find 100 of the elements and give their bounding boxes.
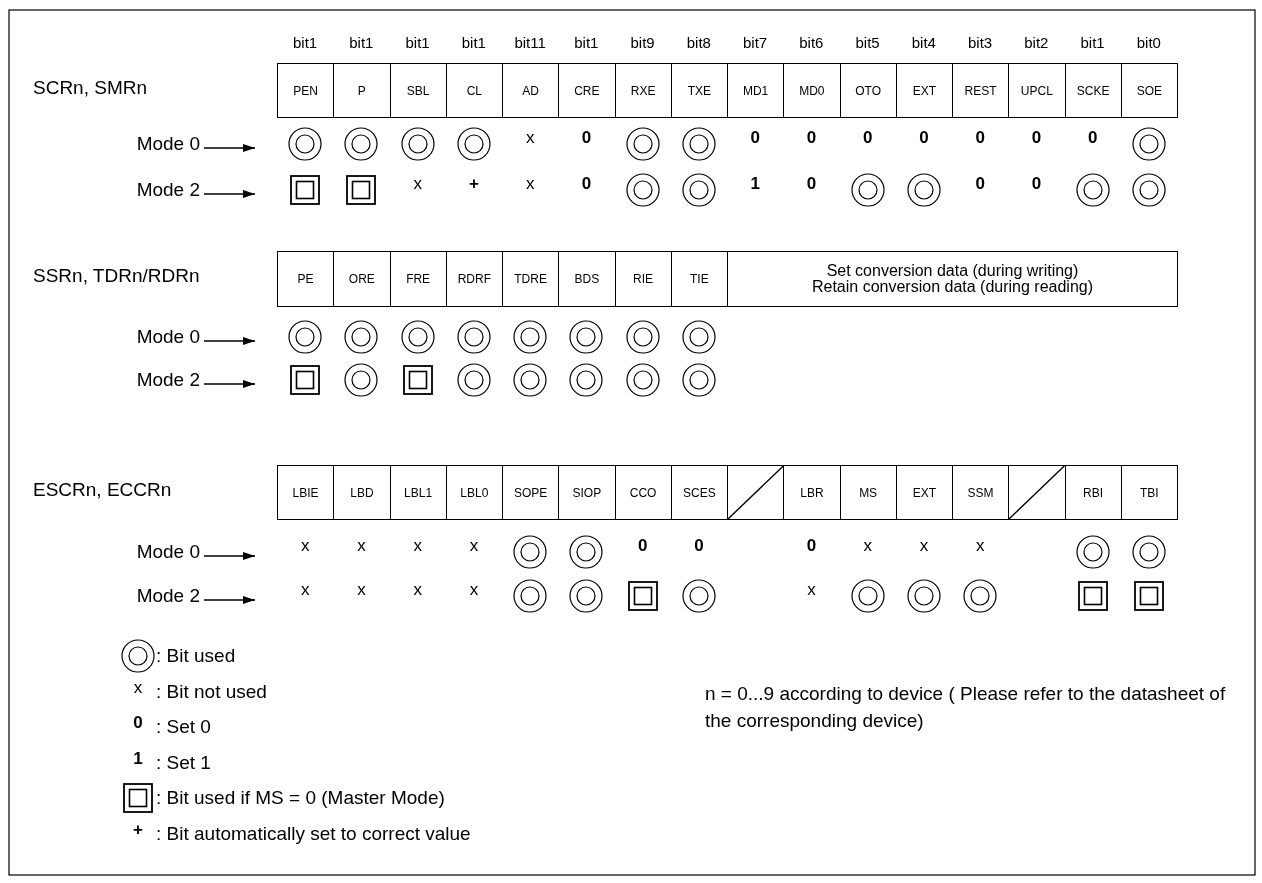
bit-field: TIE bbox=[670, 251, 728, 307]
field-description: Set conversion data (during writing) bbox=[826, 263, 1079, 279]
bit-value: 0 bbox=[636, 536, 649, 556]
legend-text: : Bit automatically set to correct value bbox=[156, 822, 471, 845]
bit-field: SCES bbox=[670, 465, 728, 520]
bit-field: P bbox=[333, 63, 391, 118]
bit-value: 0 bbox=[974, 174, 986, 194]
legend-text: : Bit not used bbox=[156, 680, 267, 703]
bit-field: MS bbox=[839, 465, 897, 520]
bit-value: x bbox=[806, 580, 817, 600]
bit-value: 0 bbox=[861, 128, 874, 148]
bit-value: 0 bbox=[580, 174, 593, 194]
bit-number: bit8 bbox=[685, 33, 712, 51]
reserved-bit-field bbox=[727, 465, 785, 520]
bit-value: 0 bbox=[805, 174, 818, 194]
bit-value: 0 bbox=[1030, 128, 1043, 148]
bit-value: x bbox=[524, 174, 536, 194]
bit-field: RBI bbox=[1064, 465, 1122, 520]
legend-symbol: + bbox=[132, 819, 144, 840]
bit-field: EXT bbox=[895, 465, 953, 520]
bit-value: x bbox=[356, 580, 367, 600]
mode-label: Mode 2 bbox=[136, 369, 200, 391]
legend-text: : Bit used if MS = 0 (Master Mode) bbox=[156, 787, 445, 809]
legend-symbol: x bbox=[132, 677, 144, 698]
bit-value: 0 bbox=[918, 128, 930, 148]
bit-number: bit5 bbox=[854, 33, 881, 51]
bit-value: x bbox=[974, 536, 986, 556]
bit-value: x bbox=[299, 580, 311, 600]
mode-label: Mode 2 bbox=[136, 179, 200, 201]
bit-value: 0 bbox=[1086, 128, 1099, 148]
mode-label: Mode 0 bbox=[136, 133, 200, 155]
bit-number: bit2 bbox=[1023, 33, 1050, 51]
bit-field: MD1 bbox=[727, 63, 785, 118]
bit-value: x bbox=[468, 580, 480, 600]
data-field bbox=[727, 251, 1178, 307]
note-text: n = 0...9 according to device ( Please refer to the datasheet of the corresponding device) bbox=[705, 682, 1227, 733]
bit-field: LBL0 bbox=[445, 465, 503, 520]
legend-text: : Set 1 bbox=[156, 751, 211, 774]
bit-value: x bbox=[412, 580, 423, 600]
bit-field: SBL bbox=[389, 63, 447, 118]
bit-number: bit4 bbox=[910, 33, 937, 51]
bit-field: REST bbox=[952, 63, 1010, 118]
arrow bbox=[203, 190, 256, 198]
mode-label: Mode 0 bbox=[136, 541, 200, 563]
mode-label: Mode 2 bbox=[136, 585, 200, 607]
bit-field: OTO bbox=[839, 63, 897, 118]
bit-number: bit1 bbox=[573, 33, 600, 51]
bit-value: x bbox=[468, 536, 480, 556]
bit-number: bit3 bbox=[967, 33, 994, 51]
bit-value: x bbox=[412, 174, 423, 194]
bit-value: x bbox=[412, 536, 423, 556]
bit-value: x bbox=[524, 128, 536, 148]
bit-value: 0 bbox=[974, 128, 986, 148]
arrow bbox=[203, 144, 256, 152]
bit-number: bit6 bbox=[798, 33, 825, 51]
bit-field: LBL1 bbox=[389, 465, 447, 520]
register-name: SCRn, SMRn bbox=[33, 76, 148, 99]
bit-field: SOPE bbox=[502, 465, 560, 520]
bit-number: bit1 bbox=[460, 33, 487, 51]
bit-field: RIE bbox=[614, 251, 672, 307]
bit-value: x bbox=[862, 536, 873, 556]
bit-value: x bbox=[356, 536, 367, 556]
bit-number: bit9 bbox=[629, 33, 656, 51]
bit-field: LBD bbox=[333, 465, 391, 520]
bit-number: bit1 bbox=[348, 33, 375, 51]
bit-value: 0 bbox=[805, 128, 818, 148]
arrow bbox=[203, 596, 256, 604]
bit-number: bit11 bbox=[513, 33, 547, 51]
bit-value: x bbox=[299, 536, 311, 556]
bit-field: CRE bbox=[558, 63, 616, 118]
bit-field: MD0 bbox=[783, 63, 841, 118]
arrow bbox=[203, 337, 256, 345]
bit-field: UPCL bbox=[1008, 63, 1066, 118]
bit-field: FRE bbox=[389, 251, 447, 307]
bit-field: RXE bbox=[614, 63, 672, 118]
bit-field: SIOP bbox=[558, 465, 616, 520]
bit-field: LBIE bbox=[277, 465, 335, 520]
legend-symbol: 0 bbox=[132, 713, 144, 733]
bit-field: SOE bbox=[1120, 63, 1178, 118]
bit-field: CCO bbox=[614, 465, 672, 520]
register-name: SSRn, TDRn/RDRn bbox=[33, 265, 200, 287]
bit-value: + bbox=[467, 174, 480, 194]
bit-field: AD bbox=[502, 63, 560, 118]
bit-value: 1 bbox=[749, 174, 761, 194]
bit-field: LBR bbox=[783, 465, 841, 520]
arrow bbox=[203, 552, 256, 560]
legend-text: : Set 0 bbox=[156, 716, 211, 738]
bit-field: SCKE bbox=[1064, 63, 1122, 118]
legend-text: : Bit used bbox=[156, 645, 236, 667]
bit-field: PEN bbox=[277, 63, 335, 118]
bit-value: 0 bbox=[749, 128, 761, 148]
bit-field: PE bbox=[277, 251, 335, 307]
bit-number: bit0 bbox=[1135, 33, 1162, 51]
bit-field: EXT bbox=[895, 63, 953, 118]
bit-field: TXE bbox=[670, 63, 728, 118]
bit-value: 0 bbox=[1030, 174, 1043, 194]
bit-value: 0 bbox=[805, 536, 818, 556]
mode-label: Mode 0 bbox=[136, 326, 200, 348]
legend-symbol: 1 bbox=[132, 748, 144, 769]
bit-field: TDRE bbox=[502, 251, 560, 307]
